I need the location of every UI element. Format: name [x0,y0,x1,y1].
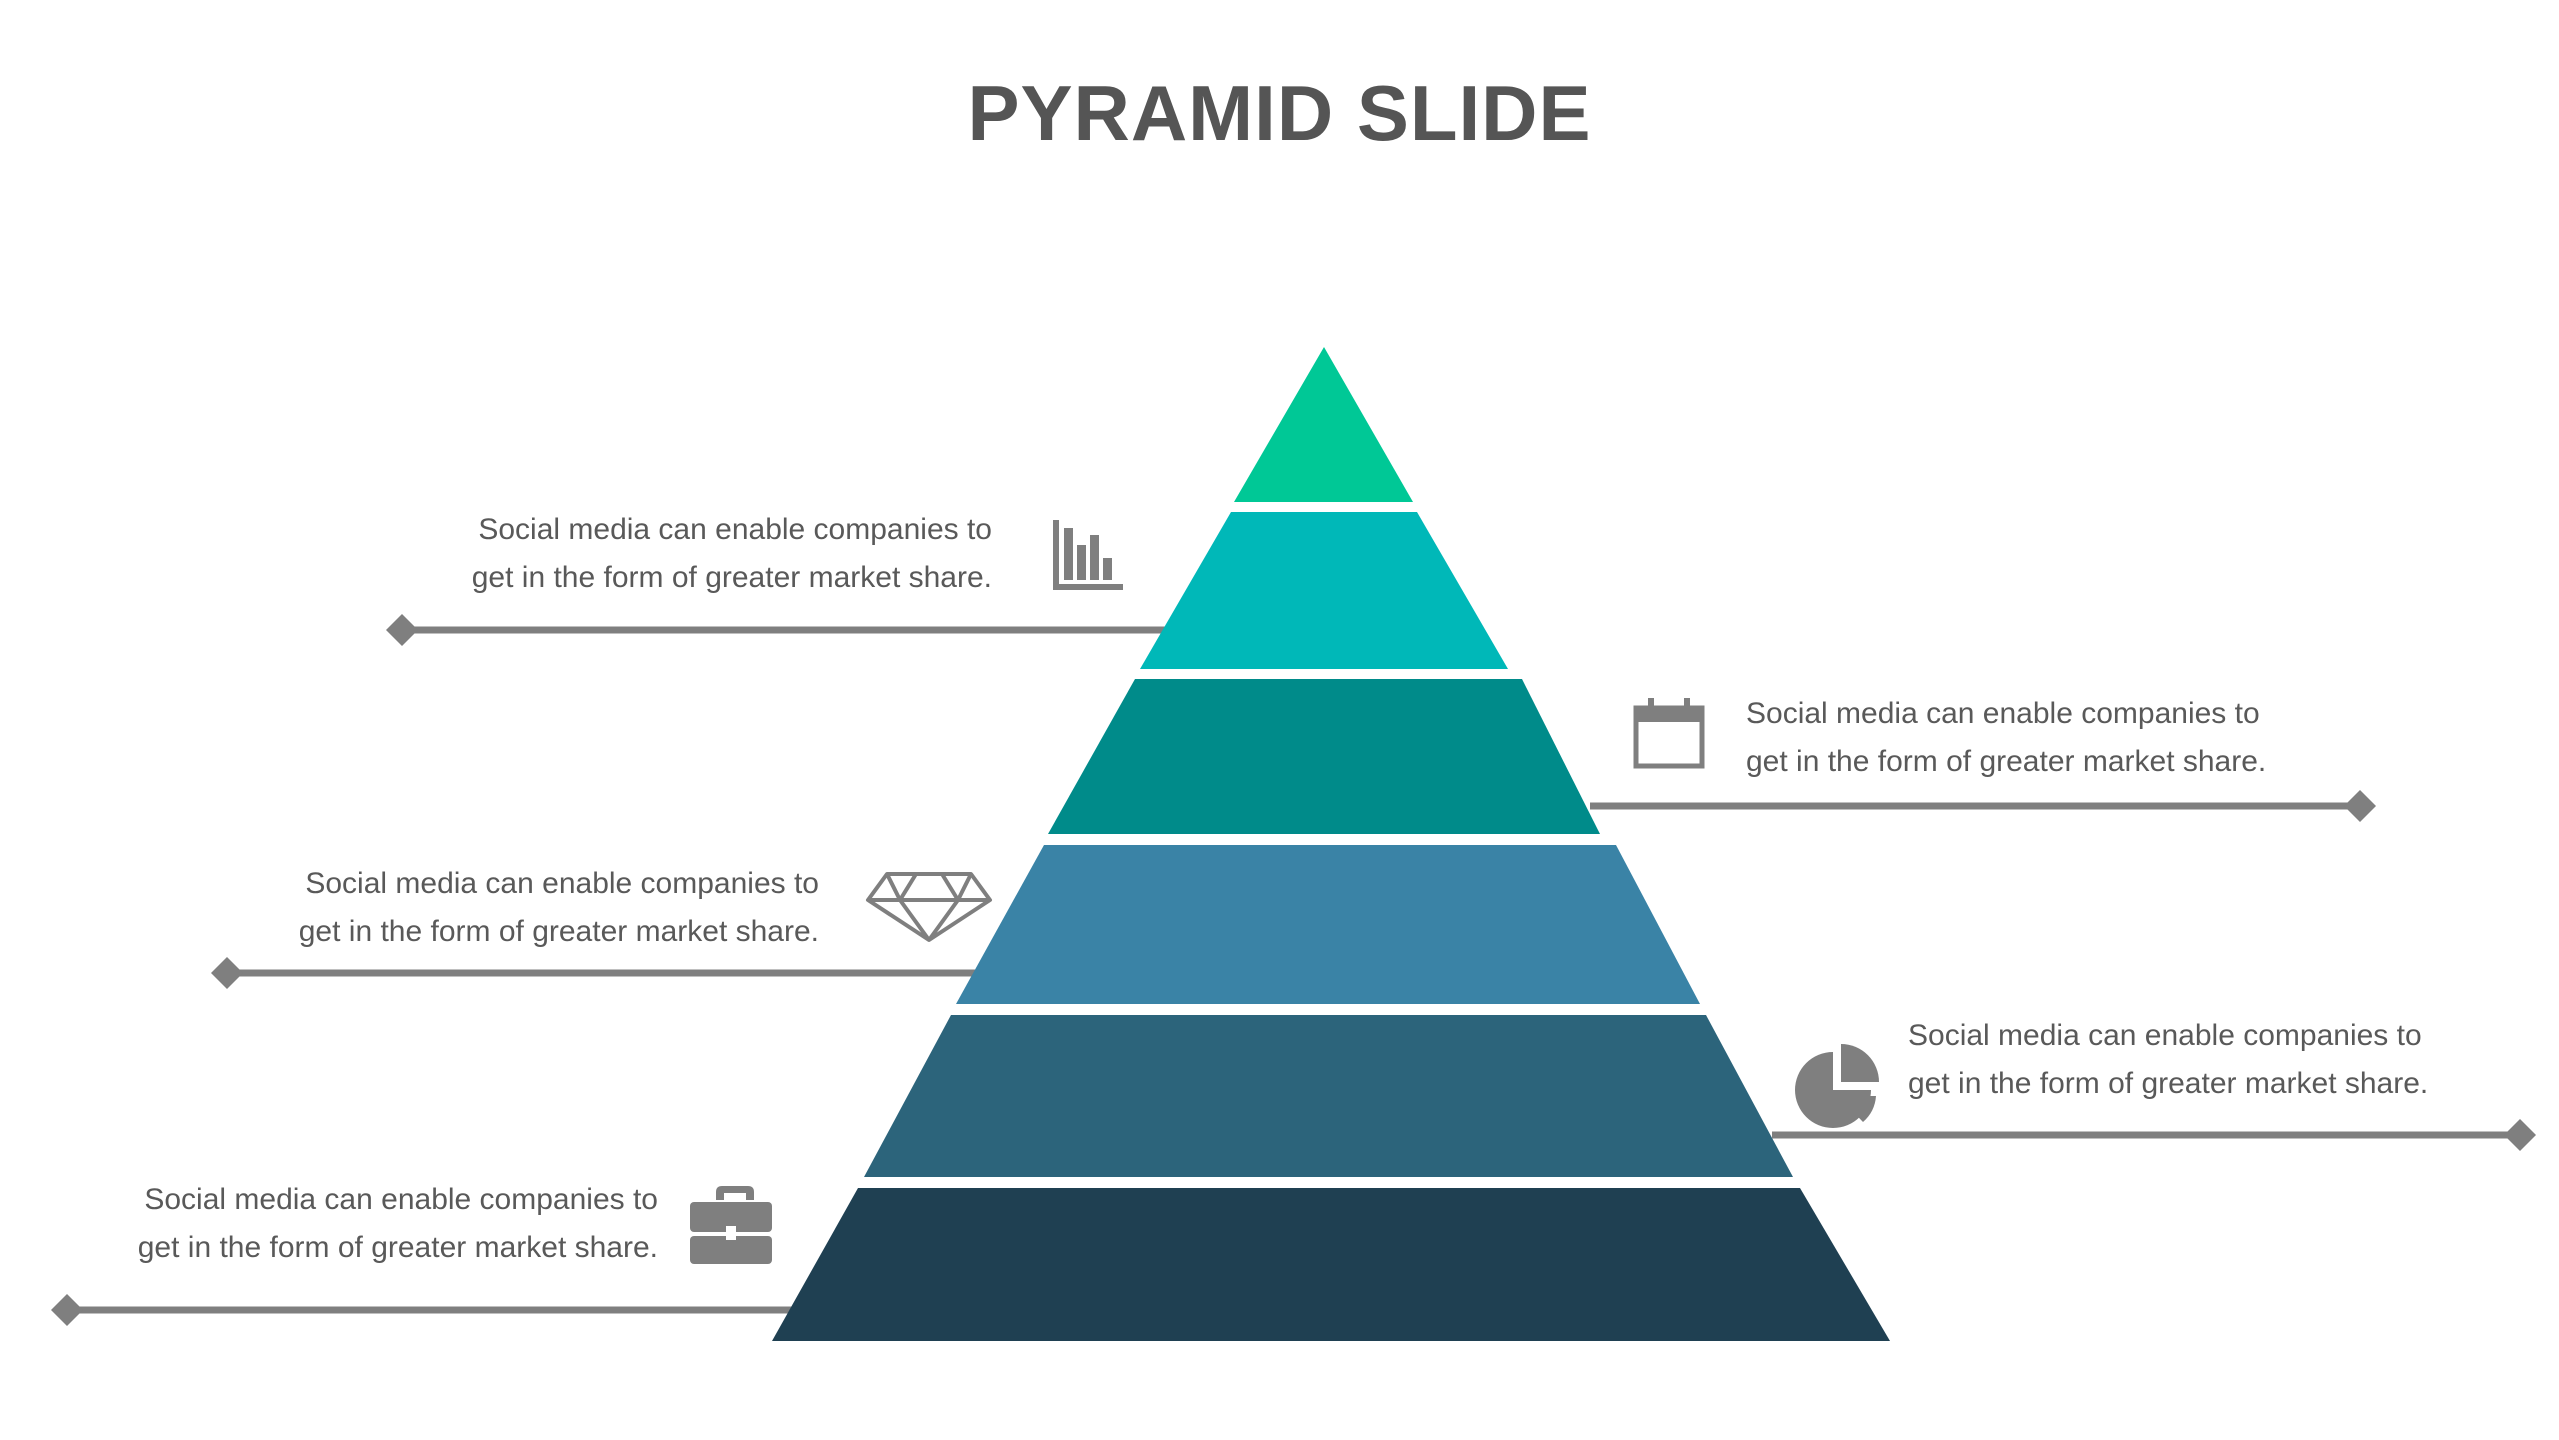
pyramid-level-4 [956,845,1700,1004]
callout-1: Social media can enable companies to get… [472,506,992,602]
callout-3-line-2: get in the form of greater market share. [298,915,819,948]
connector-endpoints [51,614,2536,1326]
callout-4: Social media can enable companies to get… [1908,1012,2428,1108]
callout-5-line-2: get in the form of greater market share. [137,1231,658,1264]
pyramid-level-5 [864,1015,1793,1177]
callout-2-line-2: get in the form of greater market share. [1746,745,2267,778]
callout-3: Social media can enable companies to get… [299,860,819,956]
connectors [67,626,2520,1314]
diamond-icon [866,872,992,942]
briefcase-icon [690,1186,772,1264]
diamond-endpoint-1 [386,614,418,646]
callout-3-line-1: Social media can enable companies to [305,867,819,900]
calendar-icon [1633,698,1705,769]
pie-chart-icon [1795,1044,1879,1128]
pyramid-level-2 [1140,512,1508,669]
callout-1-line-2: get in the form of greater market share. [471,561,992,594]
slide-title: PYRAMID SLIDE [967,69,1592,157]
pyramid [772,347,1890,1341]
callout-1-line-1: Social media can enable companies to [478,513,992,546]
diamond-endpoint-3 [211,957,243,989]
callout-2-line-1: Social media can enable companies to [1746,697,2260,730]
callout-4-line-1: Social media can enable companies to [1908,1019,2422,1052]
callout-5: Social media can enable companies to get… [138,1176,658,1272]
callout-4-line-2: get in the form of greater market share. [1908,1067,2429,1100]
diamond-endpoint-5 [51,1294,83,1326]
diamond-endpoint-2 [2344,790,2376,822]
pyramid-level-1 [1234,347,1413,502]
callout-5-line-1: Social media can enable companies to [144,1183,658,1216]
callout-2: Social media can enable companies to get… [1746,690,2266,786]
diamond-endpoint-4 [2504,1119,2536,1151]
bar-chart-icon [1053,520,1123,590]
pyramid-level-6 [772,1188,1890,1341]
pyramid-level-3 [1048,679,1600,834]
